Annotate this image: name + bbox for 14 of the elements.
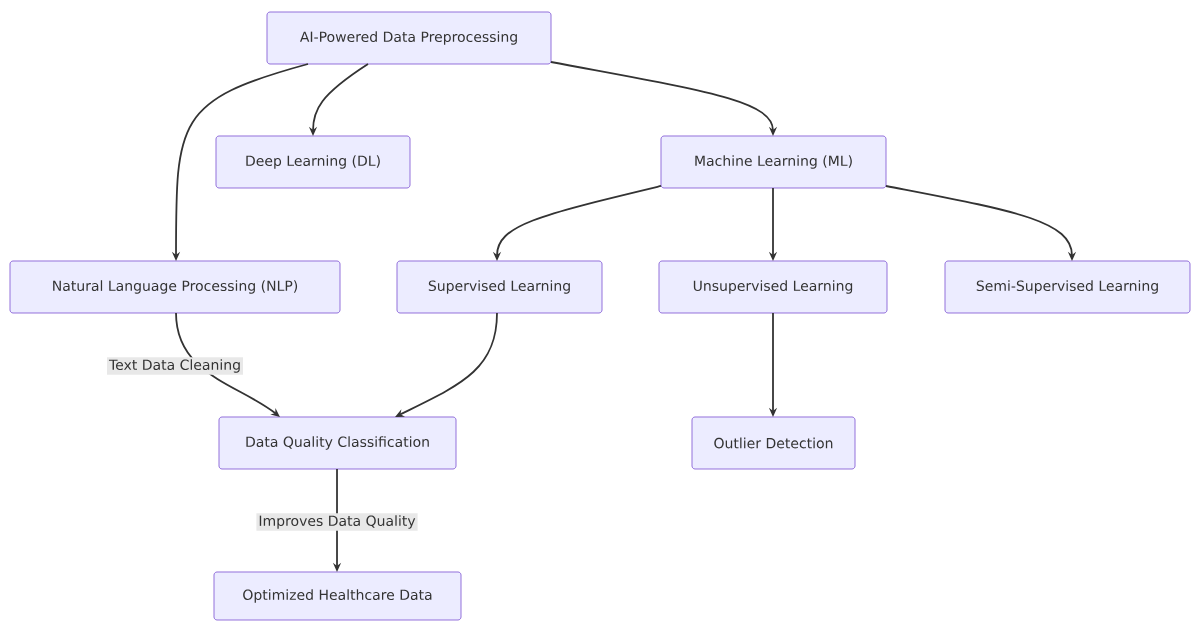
process-box: Deep Learning (DL) [215,135,411,189]
process-box: AI-Powered Data Preprocessing [266,11,552,65]
arrow [175,312,280,417]
process-box: Outlier Detection [691,416,856,470]
edge-label: Improves Data Quality [256,513,418,531]
process-box: Semi-Supervised Learning [944,260,1191,314]
arrow [395,312,498,417]
process-box: Optimized Healthcare Data [213,571,462,621]
process-box: Data Quality Classification [218,416,457,470]
edge-label: Text Data Cleaning [107,357,243,375]
process-box: Machine Learning (ML) [660,135,887,189]
process-box: Supervised Learning [396,260,603,314]
process-box: Natural Language Processing (NLP) [9,260,341,314]
process-box: Unsupervised Learning [658,260,888,314]
